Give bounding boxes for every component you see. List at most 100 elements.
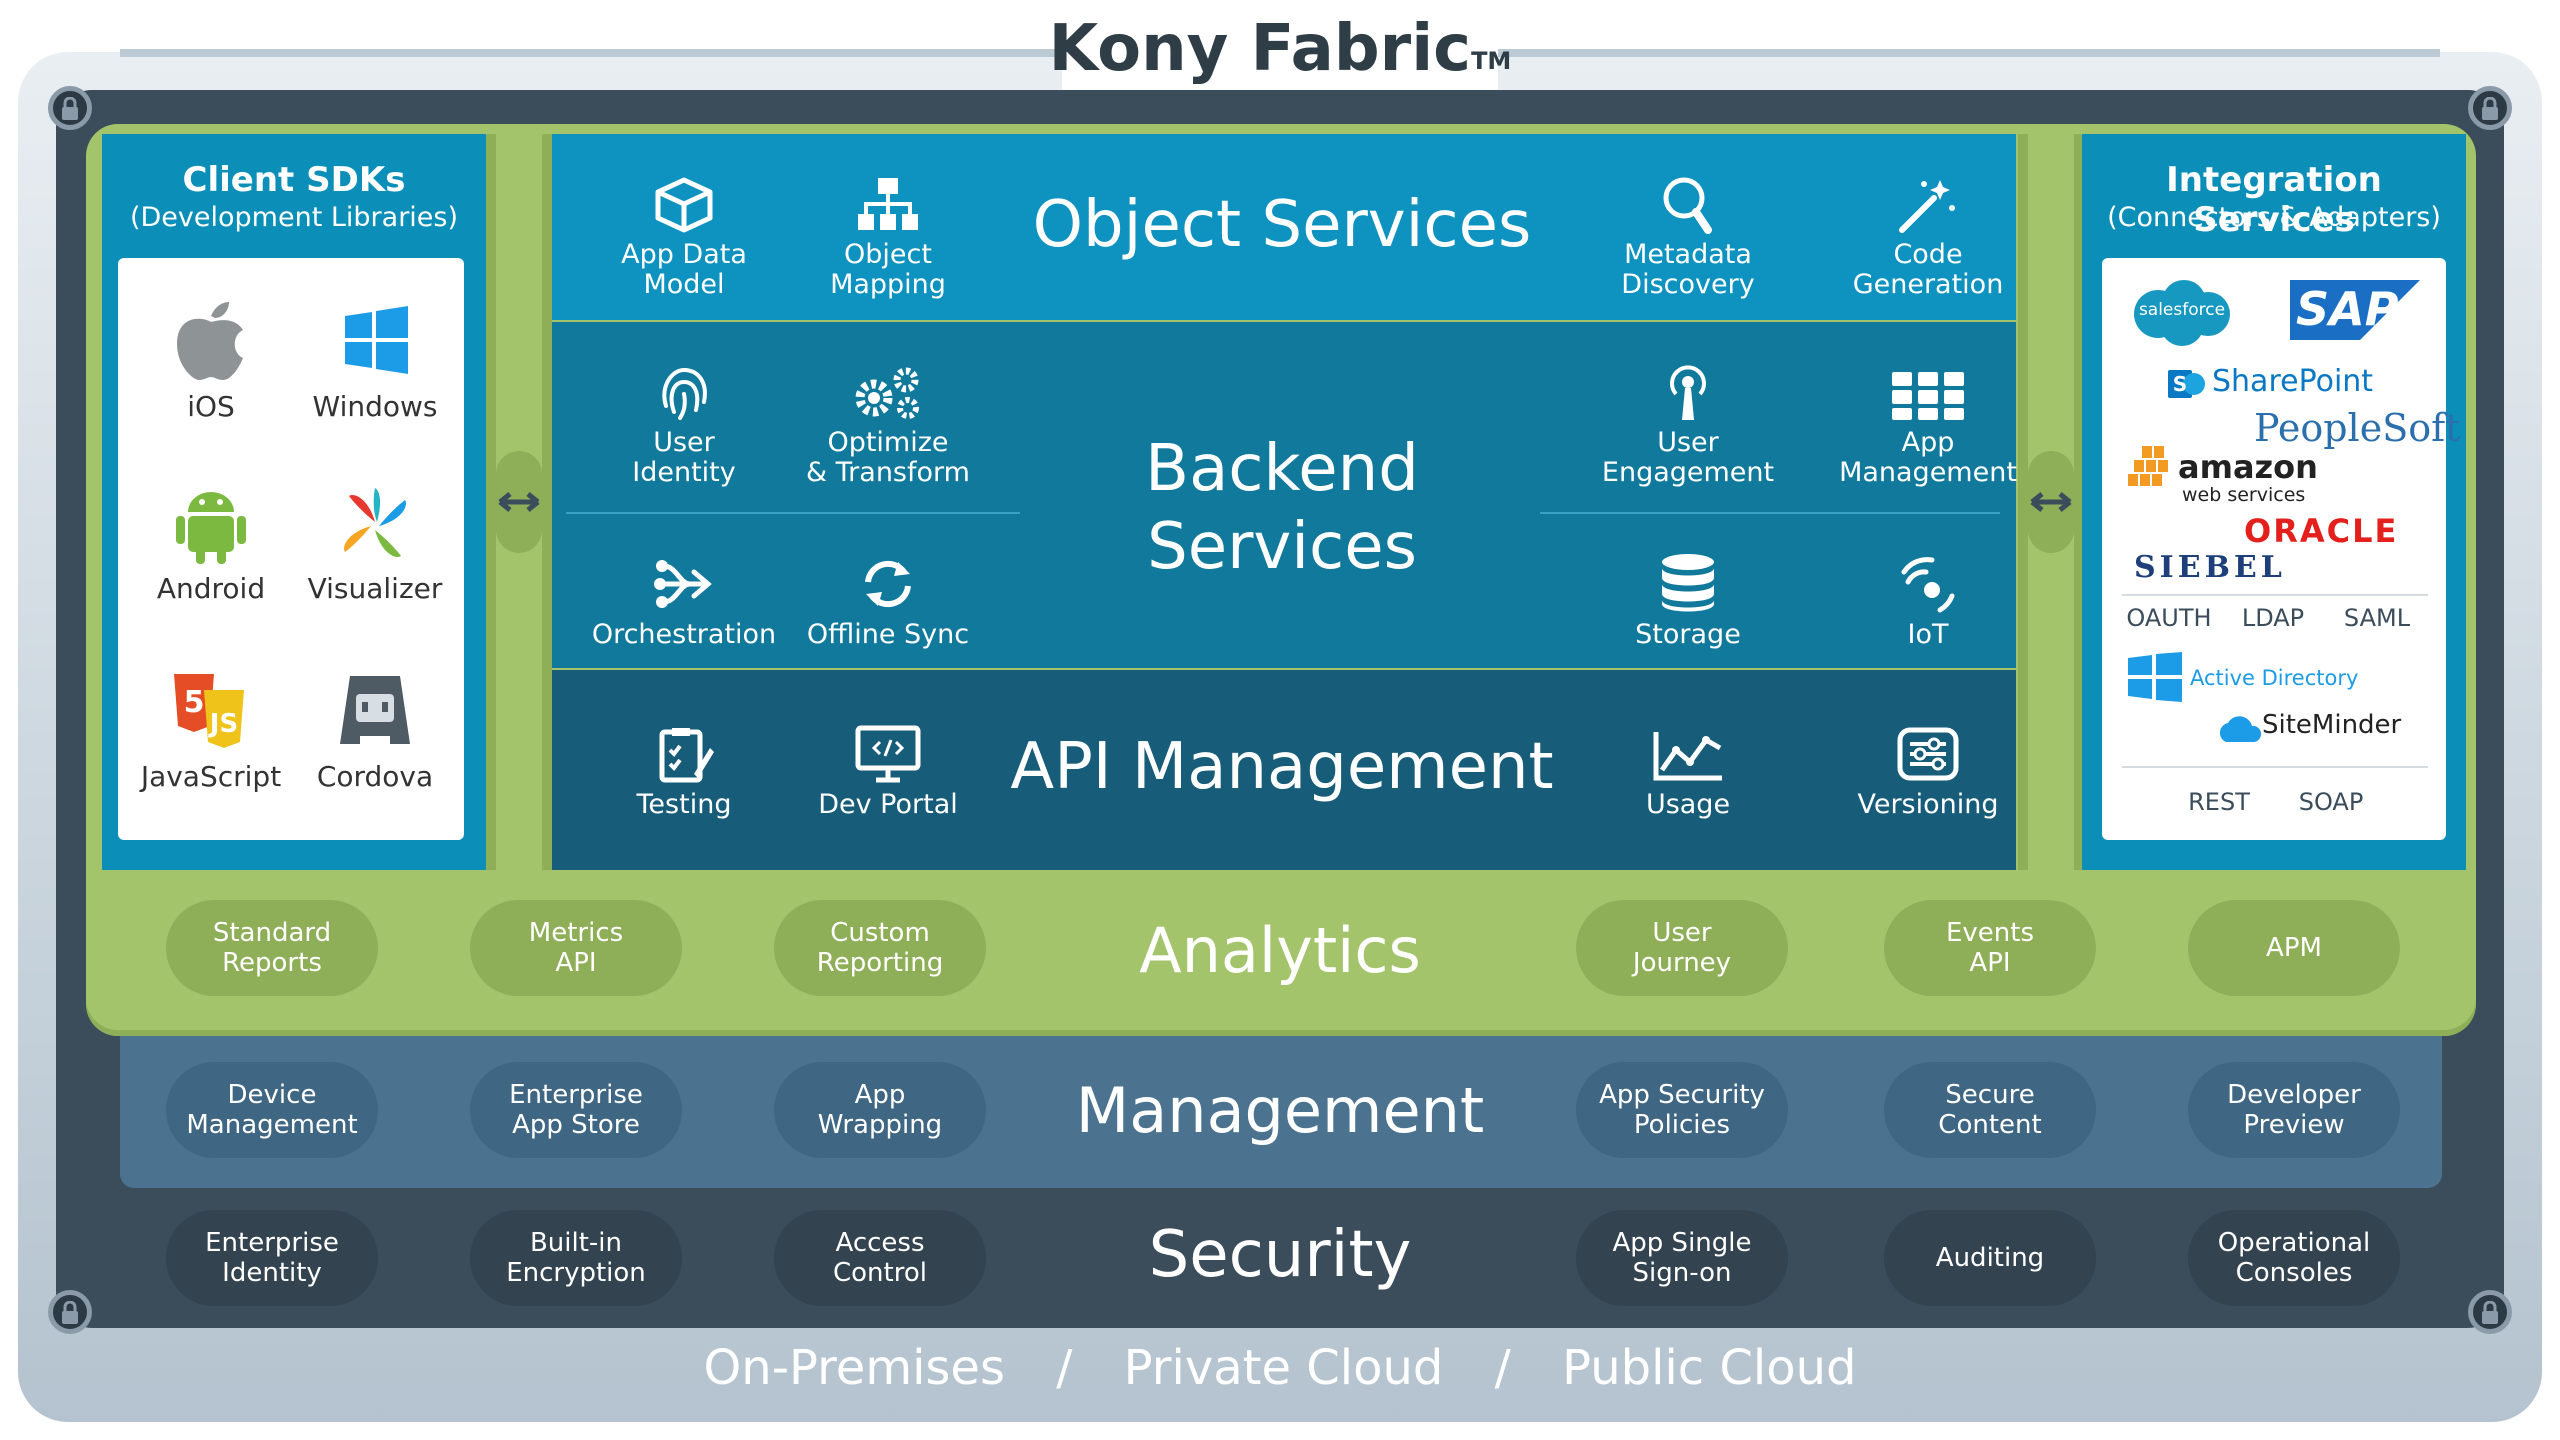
svg-text:5: 5 [184,685,205,720]
sdk-ios: iOS [126,294,296,423]
title-backdrop [1062,4,1498,96]
pill-line: Journey [1632,948,1732,978]
lock-icon [2468,1290,2512,1334]
salesforce-text: salesforce [2138,300,2226,320]
svc-label-line: Code [1893,239,1963,270]
cordova-icon [340,676,410,744]
sdk-label-windows: Windows [312,390,438,423]
windows-icon [345,306,408,374]
sdk-label-ios: iOS [187,390,235,423]
svc-app-data-model: App Data Model [584,164,784,300]
sap-logo: SAP [2290,280,2420,340]
pill-line: API [555,948,597,978]
pill-line: Control [833,1258,927,1288]
svc-label-line: IoT [1907,619,1949,650]
pill-line: Standard [212,918,332,948]
svc-label-line: Metadata [1624,239,1752,270]
orchestration-icon [654,560,712,608]
svc-user-identity: User Identity [584,352,784,488]
svc-label-line: Orchestration [591,619,777,650]
svc-app-management: App Management [1828,352,2028,488]
siebel-logo: SIEBEL [2134,550,2286,585]
pill-line: App [854,1080,906,1110]
protocol-rest: REST [2188,788,2250,816]
salesforce-logo: salesforce [2128,276,2236,348]
pill-line: Identity [222,1258,322,1288]
svc-label-line: Management [1839,457,2017,488]
svc-label-line: Engagement [1601,457,1775,488]
deployment-on-premises: On-Premises [703,1340,1005,1396]
fingerprint-icon [662,367,707,420]
database-icon [1662,554,1714,612]
pill-line: Preview [2243,1110,2345,1140]
pill-line: Developer [2227,1080,2361,1110]
svc-label-line: Mapping [830,269,946,300]
object-services-band: Object Services App Data Model Object Ma… [552,134,2016,320]
separator: / [1056,1340,1073,1396]
title-rule-left [120,49,1070,57]
pill-line: Content [1938,1110,2042,1140]
pill-line: Encryption [506,1258,646,1288]
object-services-title: Object Services [1032,188,1532,262]
svc-storage: Storage [1588,544,1788,650]
pill-line: User [1652,918,1712,948]
clipboard-icon [659,728,714,783]
sdk-label-visualizer: Visualizer [307,572,443,605]
svc-label-line: Offline Sync [806,619,970,650]
svc-label-line: Generation [1852,269,2004,300]
trademark: TM [1471,47,1512,75]
active-directory-text: Active Directory [2190,666,2359,690]
lock-icon [2468,86,2512,130]
deployment-options: On-Premises / Private Cloud / Public Clo… [0,1340,2560,1396]
iot-icon [1901,557,1955,613]
svg-text:JS: JS [208,709,238,739]
title-rule-right [1490,49,2440,57]
pill-line: Consoles [2235,1258,2353,1288]
pill-line: Operational [2217,1228,2371,1258]
right-connector [2018,134,2084,870]
backend-services-band: Backend Services User Identity Optimize … [552,322,2017,668]
pill-line: Device [227,1080,317,1110]
svc-versioning: Versioning [1828,714,2028,820]
svc-label-line: Versioning [1857,789,1999,820]
client-sdks-title: Client SDKs [182,160,406,200]
svc-offline-sync: Offline Sync [788,544,988,650]
integration-title: Integration Services [2166,160,2382,240]
svc-object-mapping: Object Mapping [788,164,988,300]
sdk-cordova: Cordova [290,664,460,793]
sdk-windows: Windows [290,294,460,423]
svc-usage: Usage [1588,714,1788,820]
svc-label-line: Discovery [1621,269,1755,300]
broadcast-icon [1670,365,1706,420]
analytics-title: Analytics [1139,914,1421,987]
api-management-band: API Management Testing Dev Portal Usage … [552,670,2016,870]
amazon-text: amazon [2178,448,2318,486]
backend-services-title: Backend Services [1032,430,1532,586]
svc-label-line: Testing [636,789,732,820]
gears-icon [855,367,919,419]
svc-label-line: Object [844,239,932,270]
left-connector [486,134,552,870]
protocol-soap: SOAP [2298,788,2364,816]
grid-icon [1892,372,1964,420]
svc-testing: Testing [584,714,784,820]
peoplesoft-logo: PeopleSoft [2254,406,2461,450]
pill-line: Secure [1945,1080,2035,1110]
services-panel: Object Services App Data Model Object Ma… [552,134,2017,870]
deployment-public-cloud: Public Cloud [1562,1340,1857,1396]
svc-label-line: Dev Portal [818,789,958,820]
svc-code-generation: Code Generation [1828,164,2028,300]
pill-line: Access [835,1228,925,1258]
svc-label-line: Usage [1645,789,1731,820]
pill-auditing: Auditing [1884,1210,2096,1306]
title-line: Services [1147,510,1417,584]
pill-line: Sign-on [1632,1258,1732,1288]
